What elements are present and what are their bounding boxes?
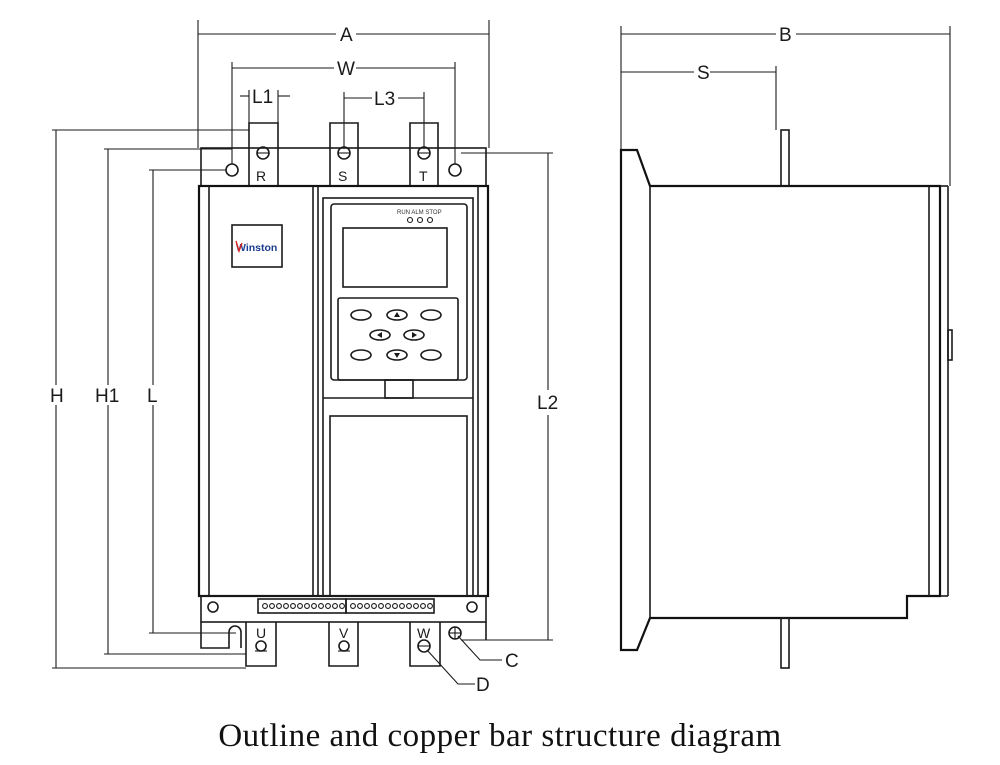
front-view: R S T Winston RUN ALM STOP: [197, 122, 490, 667]
dim-L2: L2: [537, 393, 558, 414]
right-panel-frame: [322, 197, 474, 597]
dim-L3: L3: [374, 89, 395, 110]
label-C: C: [505, 651, 519, 672]
side-copper-bar-top: [780, 129, 790, 187]
key-button: [420, 309, 442, 321]
control-terminal-block-right: [345, 598, 435, 614]
dim-A: A: [340, 25, 353, 46]
key-button: [403, 329, 425, 341]
terminal-V-label: V: [339, 625, 349, 641]
bottom-terminal-strip: [200, 595, 487, 623]
key-button: [386, 309, 408, 321]
mounting-hole-bottom-left: [207, 601, 219, 613]
copper-bar-V: [328, 622, 359, 667]
lower-cover: [329, 415, 468, 597]
key-button: [386, 349, 408, 361]
dim-B: B: [779, 25, 792, 46]
mounting-hole-bottom-right: [466, 601, 478, 613]
dim-L1: L1: [252, 87, 273, 108]
side-view: B S: [619, 25, 953, 669]
label-D: D: [476, 675, 490, 696]
side-connector: [947, 329, 953, 361]
indicator-labels: RUN ALM STOP: [397, 210, 442, 216]
mounting-hole-top-right: [448, 163, 462, 177]
key-button: [369, 329, 391, 341]
dim-S: S: [697, 63, 710, 84]
dim-L: L: [147, 386, 158, 407]
copper-bar-U: [245, 622, 277, 667]
dim-W: W: [337, 59, 355, 80]
mounting-slot-left: [200, 622, 242, 649]
terminal-W-label: W: [417, 625, 431, 641]
mounting-hole-top-left: [225, 163, 239, 177]
dim-H1: H1: [95, 386, 119, 407]
diagram-caption: Outline and copper bar structure diagram: [218, 718, 782, 754]
copper-bar-W: [409, 622, 441, 667]
terminal-R-label: R: [256, 168, 266, 184]
key-button: [350, 309, 372, 321]
side-copper-bar-bottom: [780, 617, 790, 669]
lcd-screen: [342, 227, 448, 288]
logo-box: [231, 224, 283, 268]
key-button: [420, 349, 442, 361]
side-body: [619, 148, 942, 652]
terminal-S-label: S: [338, 168, 347, 184]
front-dimensions: A W L1 L3 H H1 L: [50, 20, 558, 696]
logo-mark: [235, 240, 243, 254]
logo-text: Winston: [236, 242, 277, 254]
terminal-U-label: U: [256, 625, 266, 641]
dim-H: H: [50, 386, 64, 407]
terminal-T-label: T: [419, 168, 428, 184]
key-button: [350, 349, 372, 361]
